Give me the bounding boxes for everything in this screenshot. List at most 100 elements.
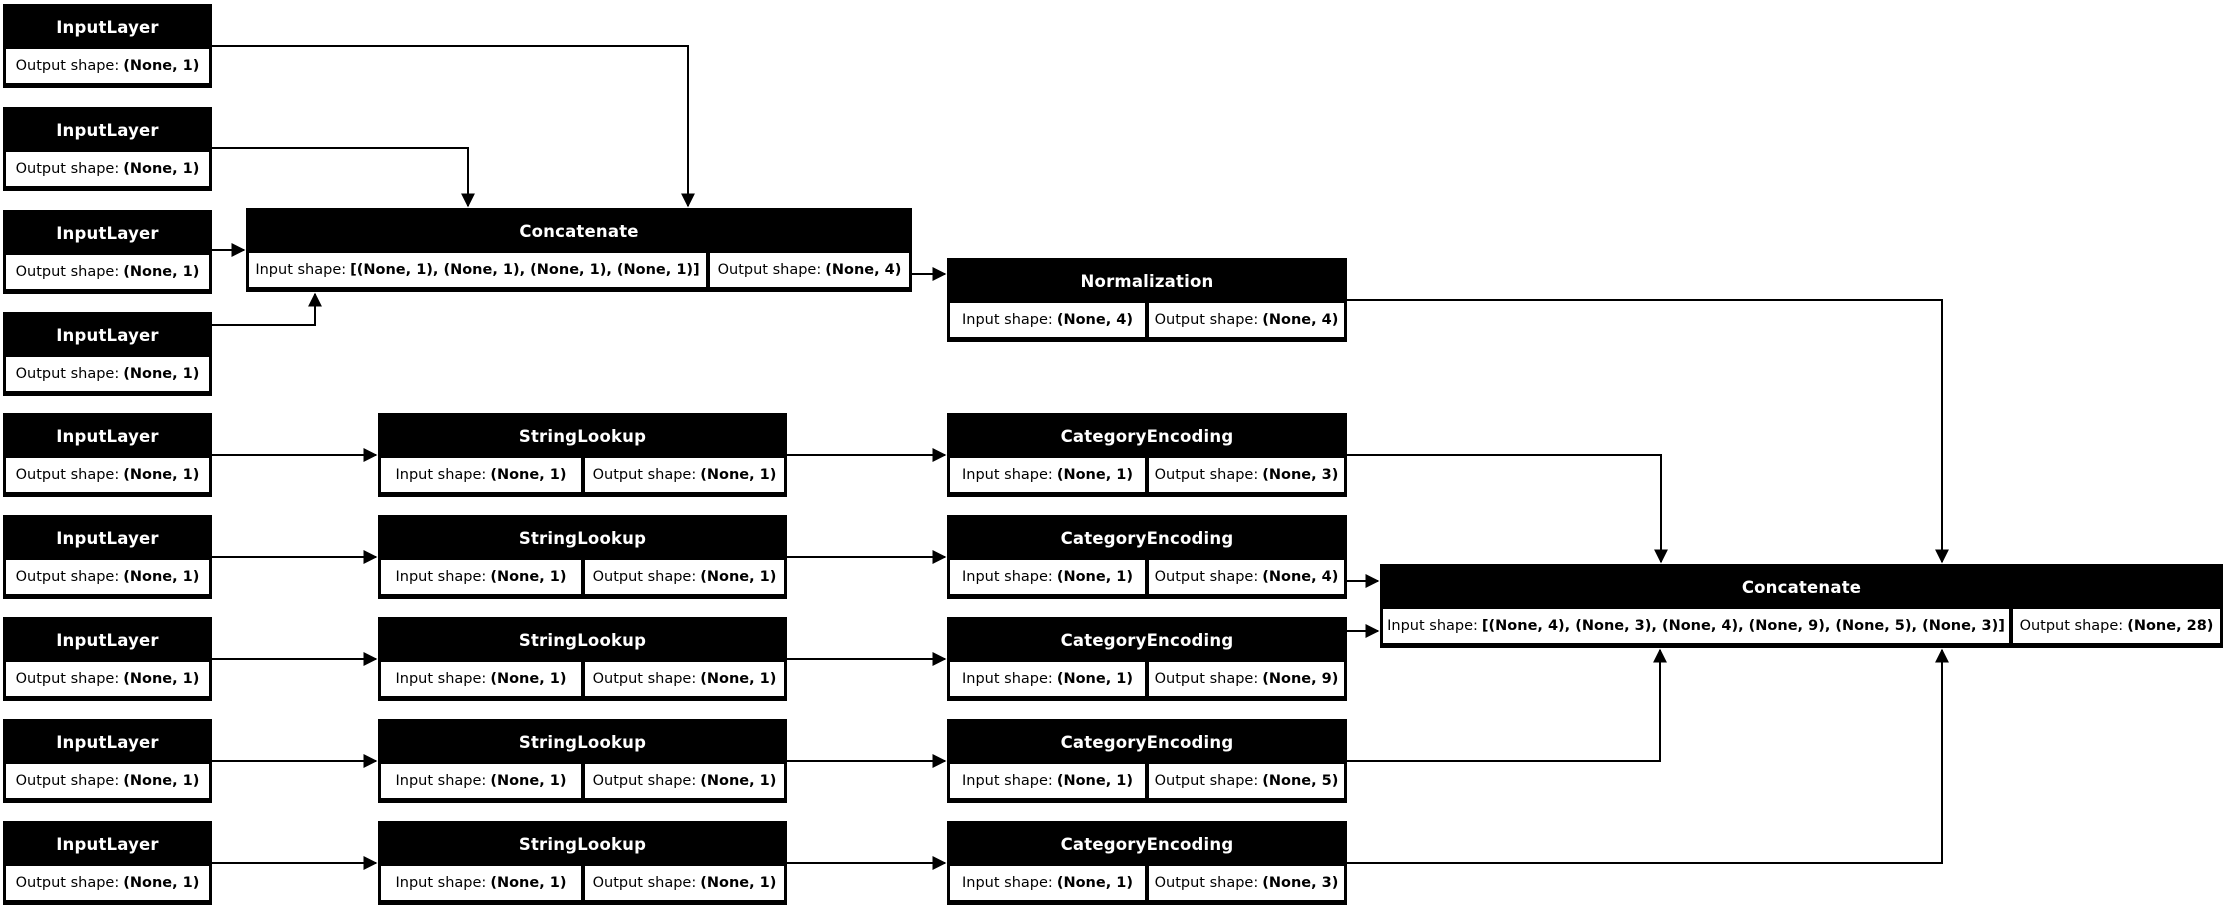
output-shape-cell: Output shape:(None, 1) (584, 457, 785, 493)
output-shape-cell: Output shape:(None, 9) (1148, 661, 1345, 697)
shape-label: Output shape: (592, 467, 697, 483)
shape-label: Output shape: (15, 366, 120, 382)
layer-type-title: StringLookup (380, 823, 785, 865)
shape-value: (None, 1) (700, 773, 777, 789)
input-shape-cell: Input shape:(None, 4) (949, 302, 1146, 338)
shape-label: Output shape: (1154, 671, 1259, 687)
shape-value: (None, 1) (700, 671, 777, 687)
layer-type-title: Concatenate (248, 210, 910, 252)
shape-row: Input shape:[(None, 4), (None, 3), (None… (1382, 608, 2221, 644)
layer-node-inputlayer-9: InputLayer Output shape:(None, 1) (3, 821, 212, 905)
shape-row: Output shape:(None, 1) (5, 254, 210, 290)
edge-normalization-concatenate2 (1347, 299, 1949, 564)
shape-label: Input shape: (255, 262, 347, 278)
shape-label: Output shape: (717, 262, 822, 278)
shape-label: Output shape: (15, 773, 120, 789)
shape-label: Input shape: (395, 773, 487, 789)
shape-value: (None, 4) (825, 262, 902, 278)
shape-row: Input shape:(None, 1) Output shape:(None… (380, 559, 785, 595)
layer-node-categoryencoding-6: CategoryEncoding Input shape:(None, 1) O… (947, 515, 1347, 599)
layer-type-title: InputLayer (5, 619, 210, 661)
output-shape-cell: Output shape:(None, 4) (709, 252, 910, 288)
edge-input2-concatenate1 (212, 147, 475, 208)
layer-type-title: InputLayer (5, 109, 210, 151)
shape-value: (None, 1) (700, 569, 777, 585)
layer-type-title: InputLayer (5, 212, 210, 254)
output-shape-cell: Output shape:(None, 1) (5, 865, 210, 901)
layer-type-title: InputLayer (5, 823, 210, 865)
layer-node-concatenate-2: Concatenate Input shape:[(None, 4), (Non… (1380, 564, 2223, 648)
shape-label: Output shape: (592, 569, 697, 585)
shape-value: (None, 4) (1262, 312, 1339, 328)
shape-row: Output shape:(None, 1) (5, 457, 210, 493)
shape-label: Output shape: (1154, 875, 1259, 891)
output-shape-cell: Output shape:(None, 28) (2012, 608, 2221, 644)
layer-type-title: Normalization (949, 260, 1345, 302)
shape-label: Output shape: (1154, 773, 1259, 789)
shape-label: Input shape: (395, 671, 487, 687)
shape-value: (None, 3) (1262, 467, 1339, 483)
shape-row: Output shape:(None, 1) (5, 661, 210, 697)
output-shape-cell: Output shape:(None, 1) (5, 151, 210, 187)
shape-row: Input shape:[(None, 1), (None, 1), (None… (248, 252, 910, 288)
shape-row: Input shape:(None, 1) Output shape:(None… (949, 865, 1345, 901)
shape-row: Output shape:(None, 1) (5, 151, 210, 187)
shape-label: Output shape: (1154, 467, 1259, 483)
layer-node-inputlayer-2: InputLayer Output shape:(None, 1) (3, 107, 212, 191)
shape-value: (None, 1) (490, 467, 567, 483)
shape-label: Output shape: (2019, 618, 2124, 634)
shape-value: (None, 3) (1262, 875, 1339, 891)
shape-label: Input shape: (1387, 618, 1478, 634)
shape-value: (None, 1) (123, 569, 200, 585)
shape-label: Input shape: (962, 671, 1053, 687)
shape-label: Output shape: (15, 264, 120, 280)
shape-row: Input shape:(None, 1) Output shape:(None… (949, 559, 1345, 595)
output-shape-cell: Output shape:(None, 4) (1148, 302, 1345, 338)
output-shape-cell: Output shape:(None, 1) (5, 763, 210, 799)
shape-row: Output shape:(None, 1) (5, 559, 210, 595)
shape-label: Output shape: (15, 569, 120, 585)
input-shape-cell: Input shape:[(None, 1), (None, 1), (None… (248, 252, 707, 288)
shape-row: Input shape:(None, 4) Output shape:(None… (949, 302, 1345, 338)
output-shape-cell: Output shape:(None, 1) (5, 48, 210, 84)
shape-value: (None, 4) (1056, 312, 1133, 328)
shape-value: (None, 1) (123, 264, 200, 280)
shape-value: (None, 28) (2127, 618, 2214, 634)
edge-input4-concatenate1 (212, 292, 322, 326)
shape-row: Output shape:(None, 1) (5, 865, 210, 901)
layer-node-categoryencoding-7: CategoryEncoding Input shape:(None, 1) O… (947, 617, 1347, 701)
shape-label: Output shape: (15, 671, 120, 687)
shape-value: (None, 4) (1262, 569, 1339, 585)
input-shape-cell: Input shape:(None, 1) (949, 763, 1146, 799)
shape-value: (None, 1) (123, 467, 200, 483)
shape-value: (None, 1) (490, 569, 567, 585)
layer-type-title: InputLayer (5, 314, 210, 356)
shape-value: [(None, 1), (None, 1), (None, 1), (None,… (350, 262, 700, 278)
output-shape-cell: Output shape:(None, 1) (5, 559, 210, 595)
layer-node-inputlayer-4: InputLayer Output shape:(None, 1) (3, 312, 212, 396)
shape-value: (None, 1) (490, 671, 567, 687)
layer-node-inputlayer-6: InputLayer Output shape:(None, 1) (3, 515, 212, 599)
shape-row: Output shape:(None, 1) (5, 356, 210, 392)
input-shape-cell: Input shape:(None, 1) (380, 763, 582, 799)
output-shape-cell: Output shape:(None, 1) (584, 763, 785, 799)
shape-label: Input shape: (962, 312, 1053, 328)
shape-value: (None, 1) (1056, 773, 1133, 789)
layer-type-title: InputLayer (5, 415, 210, 457)
layer-node-categoryencoding-8: CategoryEncoding Input shape:(None, 1) O… (947, 719, 1347, 803)
shape-value: (None, 1) (1056, 467, 1133, 483)
shape-value: (None, 1) (1056, 569, 1133, 585)
layer-node-inputlayer-1: InputLayer Output shape:(None, 1) (3, 4, 212, 88)
shape-value: (None, 1) (700, 875, 777, 891)
shape-row: Output shape:(None, 1) (5, 48, 210, 84)
shape-value: (None, 1) (1056, 671, 1133, 687)
layer-type-title: StringLookup (380, 619, 785, 661)
edge-input1-concatenate1 (212, 45, 695, 208)
input-shape-cell: Input shape:[(None, 4), (None, 3), (None… (1382, 608, 2010, 644)
layer-node-stringlookup-9: StringLookup Input shape:(None, 1) Outpu… (378, 821, 787, 905)
input-shape-cell: Input shape:(None, 1) (380, 865, 582, 901)
shape-value: (None, 1) (123, 161, 200, 177)
layer-node-stringlookup-6: StringLookup Input shape:(None, 1) Outpu… (378, 515, 787, 599)
output-shape-cell: Output shape:(None, 1) (584, 559, 785, 595)
